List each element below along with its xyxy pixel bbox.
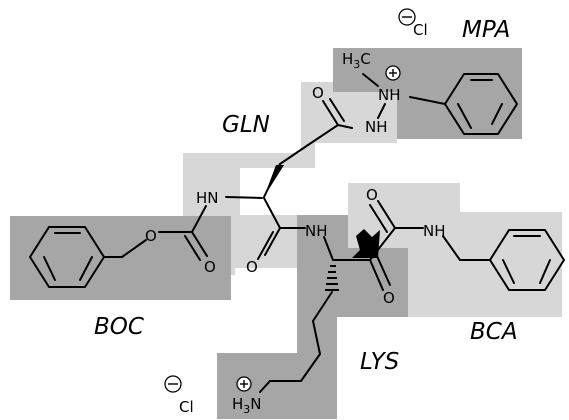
- atom-bca-carbonyl-o: O: [366, 186, 378, 204]
- atom-gln-hn: HN: [196, 189, 219, 207]
- svg-text:H3C: H3C: [342, 50, 371, 71]
- atom-boc-carbonyl-o: O: [204, 258, 216, 276]
- amine-h: H: [232, 395, 243, 413]
- amine-sub: 3: [243, 403, 250, 416]
- methyl-c: C: [360, 50, 370, 68]
- label-bca: BCA: [470, 319, 518, 345]
- cleavage-arrow-icon: [352, 229, 380, 258]
- methyl-sub: 3: [353, 58, 360, 71]
- boc-phenyl-ring: [29, 226, 105, 288]
- svg-text:H3N: H3N: [232, 395, 262, 416]
- bca-phenyl-ring: [489, 229, 565, 291]
- region-gln: [183, 82, 397, 275]
- atom-boc-ring-o: O: [145, 227, 157, 245]
- atom-gln-carbonyl-o: O: [312, 84, 324, 102]
- label-gln: GLN: [222, 112, 270, 138]
- counterion-bottom: Cl: [164, 375, 194, 416]
- mpa-phenyl-ring: [444, 73, 518, 135]
- methyl-h: H: [342, 50, 353, 68]
- atom-nh-cation: NH: [378, 86, 401, 104]
- atom-lys-nh: NH: [305, 222, 328, 240]
- counterion-bottom-symbol: Cl: [179, 398, 194, 416]
- label-mpa: MPA: [462, 17, 510, 43]
- counterion-top: Cl: [398, 8, 428, 39]
- atom-gln-side-nh: NH: [365, 118, 388, 136]
- label-boc: BOC: [94, 314, 144, 340]
- amine-n: N: [250, 395, 261, 413]
- lys-stereo-hash: [325, 265, 339, 291]
- counterion-top-symbol: Cl: [413, 21, 428, 39]
- atom-labels: H3C NH O NH HN O O O NH O NH O H3N: [145, 50, 446, 416]
- region-lys: [217, 215, 408, 419]
- gln-stereo-wedge: [264, 165, 284, 197]
- atom-lys-carbonyl-o: O: [383, 289, 395, 307]
- atom-bca-nh: NH: [423, 222, 446, 240]
- label-lys: LYS: [360, 349, 399, 375]
- atom-gln-backbone-o: O: [246, 258, 258, 276]
- molecule-bonds: [29, 73, 565, 393]
